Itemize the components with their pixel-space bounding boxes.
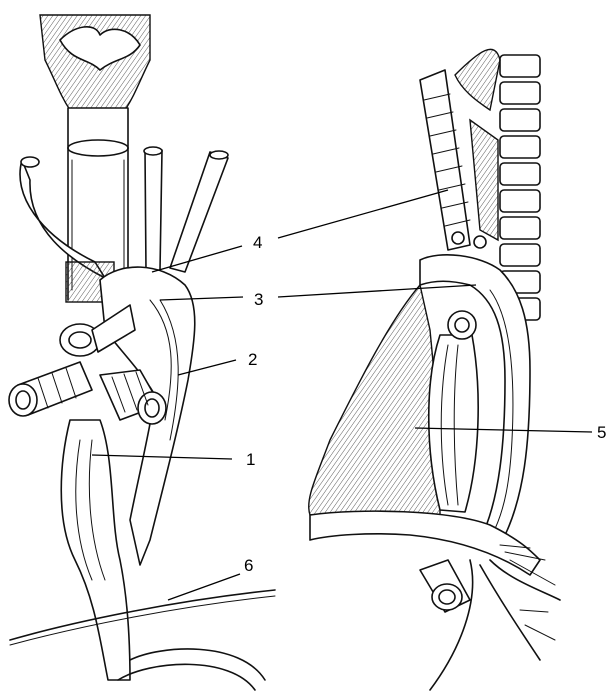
left-view (9, 15, 275, 690)
esophagus-lateral (429, 335, 478, 512)
label-4: 4 (253, 233, 262, 252)
vessel-carotid (145, 150, 162, 272)
label-6: 6 (244, 556, 253, 575)
left-bronchus (9, 362, 92, 416)
leader-line-4-right (278, 190, 448, 238)
leader-line-4-left (152, 246, 242, 272)
leader-line-3-right (278, 285, 476, 297)
label-3: 3 (254, 290, 263, 309)
esophagus-drawing (61, 420, 130, 680)
vessel-left-arch (20, 160, 105, 278)
vessel-subclavian (170, 152, 228, 272)
label-2: 2 (248, 350, 257, 369)
label-1: 1 (246, 450, 255, 469)
right-view (309, 49, 560, 690)
heart-shadow (309, 285, 440, 515)
label-5: 5 (597, 423, 606, 442)
